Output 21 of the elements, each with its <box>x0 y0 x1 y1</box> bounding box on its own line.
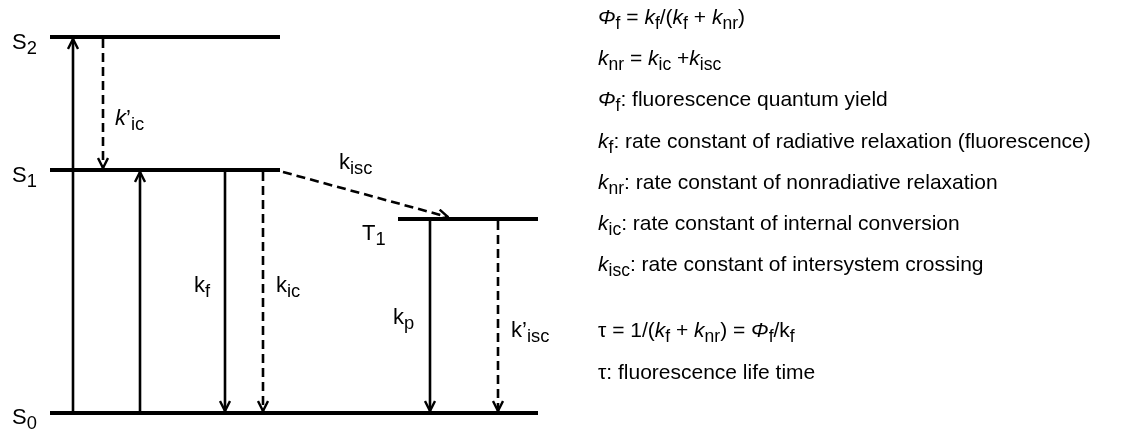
level-label: S$_{2}$ <box>12 30 37 61</box>
arrow <box>66 37 80 411</box>
definition-text: k$_{isc}$: rate constant of intersystem crossing <box>598 251 984 283</box>
dashed-arrow <box>96 39 110 170</box>
definition-text: k$_{ic}$: rate constant of internal conversion <box>598 209 960 242</box>
dashed-arrow <box>256 172 270 413</box>
dashed-arrow <box>491 221 505 413</box>
arrow <box>218 172 232 413</box>
edge-label: k$_{p}$ <box>392 305 416 336</box>
equation: k$_{nr}$ = k$_{ic}$ +k$_{isc}$ <box>598 45 722 77</box>
equation: Φ$_{f}$ = k$_{f}$/(k$_{f}$ + k$_{nr}$) <box>598 4 745 36</box>
arrow <box>133 170 147 411</box>
definition-text: Φ$_{f}$: fluorescence quantum yield <box>598 86 888 118</box>
definition-text: k$_{nr}$: rate constant of nonradiative relaxation <box>598 168 998 200</box>
level-label: S$_{1}$ <box>12 163 37 194</box>
arrow <box>423 221 437 413</box>
level-label: S$_{0}$ <box>12 405 37 429</box>
level-label: T$_{1}$ <box>362 221 386 252</box>
definition-text: k$_{f}$: rate constant of radiative relaxation (fluorescence) <box>598 127 1091 159</box>
equation: τ = 1/(k$_{f}$ + k$_{nr}$) = Φ$_{f}$/k$_{f}$ <box>598 317 795 349</box>
definition-text: τ: fluorescence life time <box>598 358 816 384</box>
